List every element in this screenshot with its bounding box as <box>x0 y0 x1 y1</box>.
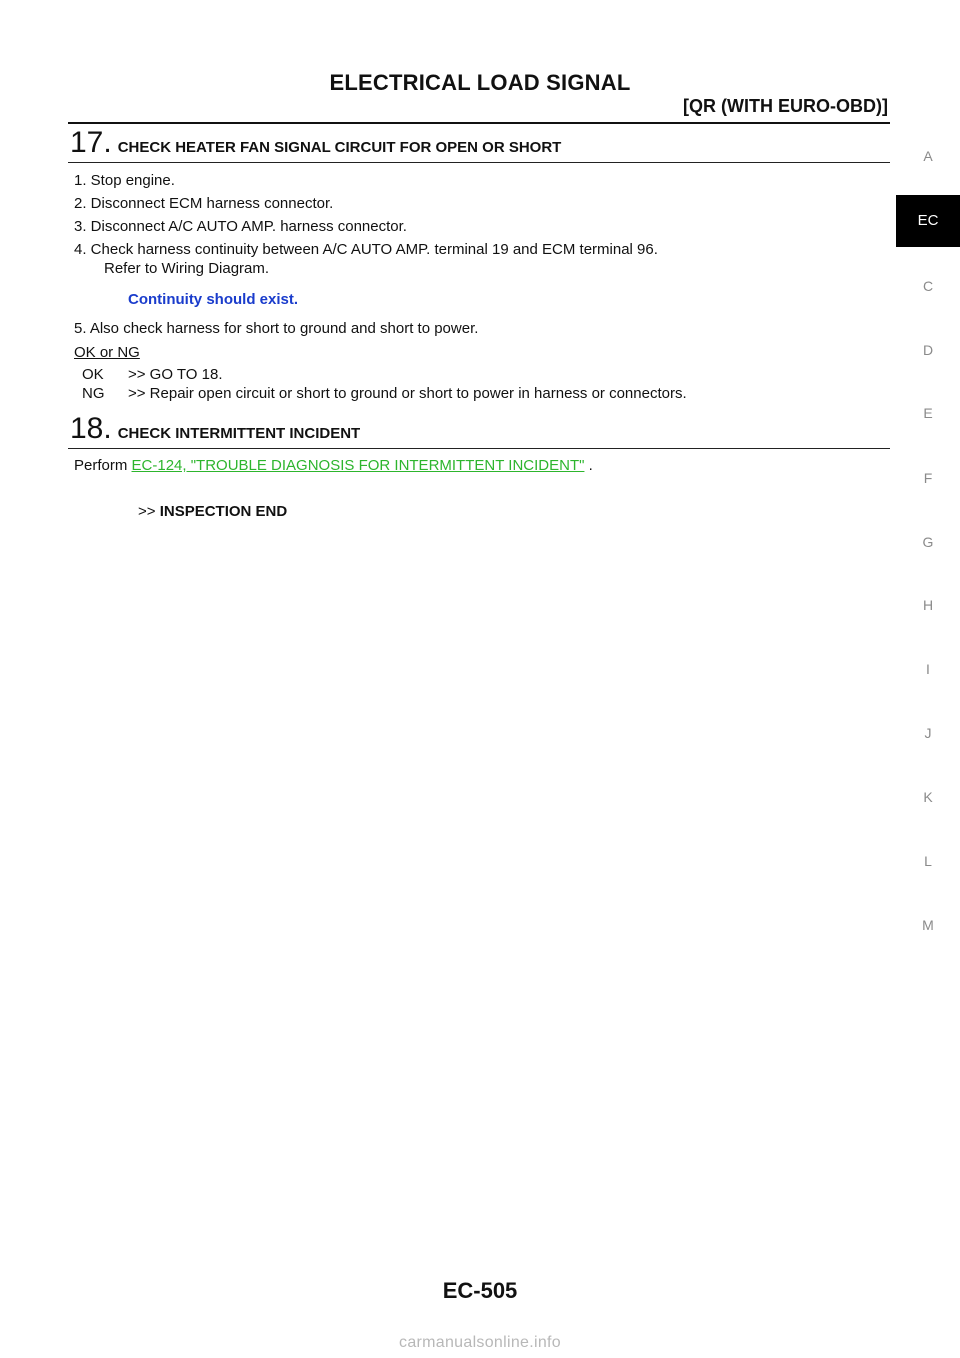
perform-line: Perform EC-124, "TROUBLE DIAGNOSIS FOR I… <box>74 456 593 476</box>
header-rule <box>68 122 890 124</box>
result-ok-text: >> GO TO 18. <box>128 366 223 383</box>
step-17-item-4: 4. Check harness continuity between A/C … <box>74 241 658 258</box>
sidebar-item-ec[interactable]: EC <box>896 195 960 247</box>
ok-ng-label: OK or NG <box>74 344 140 361</box>
sidebar-item-g[interactable]: G <box>922 534 934 550</box>
result-ng-row: NG >> Repair open circuit or short to gr… <box>82 385 687 402</box>
sidebar-item-d[interactable]: D <box>922 342 934 358</box>
inspection-end: >> INSPECTION END <box>138 503 287 520</box>
continuity-spec: Continuity should exist. <box>128 291 299 308</box>
step-18-number: 18. <box>70 412 112 445</box>
sidebar-item-k[interactable]: K <box>923 789 933 805</box>
step-17-item-2: 2. Disconnect ECM harness connector. <box>74 195 334 212</box>
step-17-item-5: 5. Also check harness for short to groun… <box>74 320 479 337</box>
perform-suffix: . <box>584 457 593 474</box>
sidebar-item-i[interactable]: I <box>926 661 930 677</box>
sidebar-item-l[interactable]: L <box>924 853 932 869</box>
sidebar-item-m[interactable]: M <box>922 917 934 933</box>
page-subtitle: [QR (WITH EURO-OBD)] <box>683 96 888 116</box>
page-title: ELECTRICAL LOAD SIGNAL <box>329 70 631 95</box>
page-number: EC-505 <box>442 1278 518 1303</box>
sidebar-item-c[interactable]: C <box>922 278 934 294</box>
sidebar-item-a[interactable]: A <box>923 148 933 164</box>
result-ng-code: NG <box>82 385 105 402</box>
sidebar-item-e[interactable]: E <box>923 405 933 421</box>
step-18-title: CHECK INTERMITTENT INCIDENT <box>117 425 361 442</box>
step-17-number: 17. <box>70 126 112 159</box>
sidebar-item-f[interactable]: F <box>923 470 933 486</box>
sidebar-item-j[interactable]: J <box>924 725 932 741</box>
result-ok-code: OK <box>82 366 104 383</box>
result-ng-text: >> Repair open circuit or short to groun… <box>128 385 687 402</box>
step-18-heading: 18. CHECK INTERMITTENT INCIDENT <box>70 414 360 444</box>
step-17-item-1: 1. Stop engine. <box>74 172 175 189</box>
step-18-rule <box>68 448 890 449</box>
step-17-item-3: 3. Disconnect A/C AUTO AMP. harness conn… <box>74 218 407 235</box>
end-text: INSPECTION END <box>159 503 288 520</box>
intermittent-incident-link[interactable]: EC-124, "TROUBLE DIAGNOSIS FOR INTERMITT… <box>131 457 585 474</box>
result-ok-row: OK >> GO TO 18. <box>82 366 223 383</box>
end-arrow: >> <box>138 503 156 520</box>
watermark: carmanualsonline.info <box>399 1334 561 1351</box>
perform-prefix: Perform <box>74 457 132 474</box>
step-17-rule <box>68 162 890 163</box>
step-17-heading: 17. CHECK HEATER FAN SIGNAL CIRCUIT FOR … <box>70 128 561 158</box>
step-17-title: CHECK HEATER FAN SIGNAL CIRCUIT FOR OPEN… <box>117 139 562 156</box>
step-17-item-4-cont: Refer to Wiring Diagram. <box>104 260 270 277</box>
sidebar-item-h[interactable]: H <box>922 597 934 613</box>
